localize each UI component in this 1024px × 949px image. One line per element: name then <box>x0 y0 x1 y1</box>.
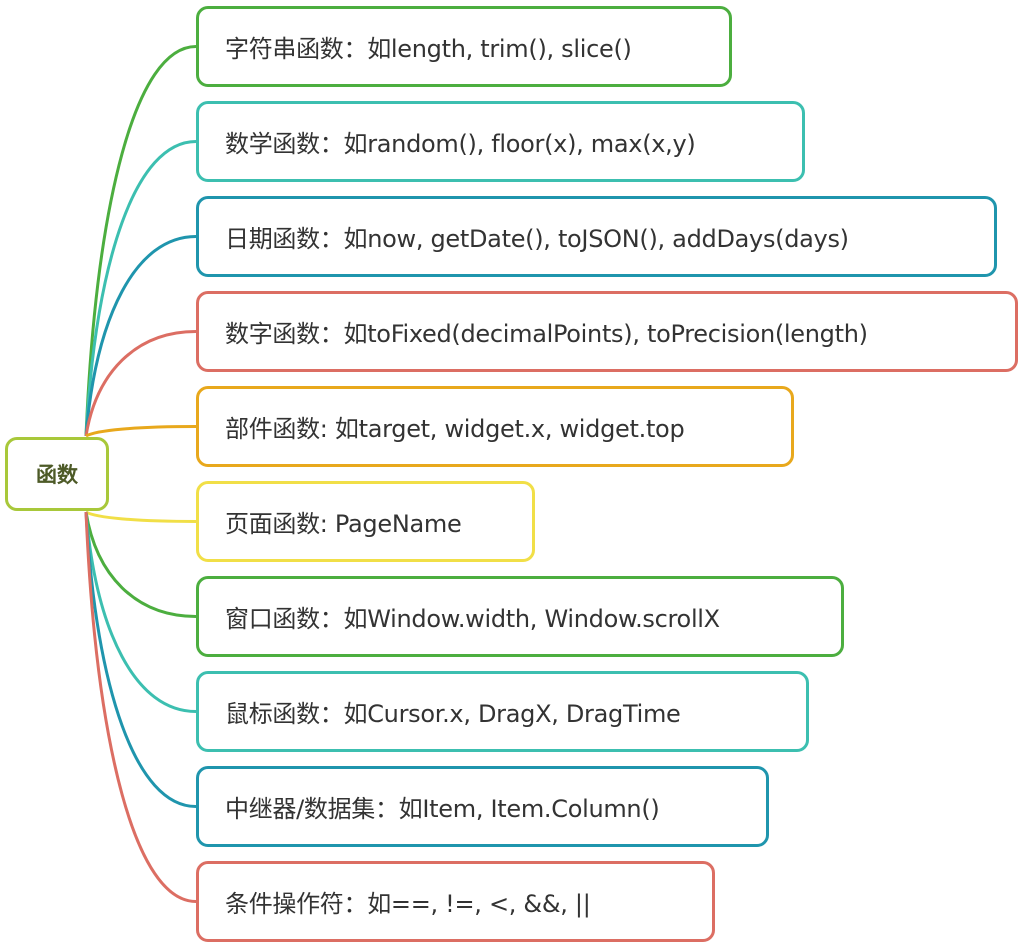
branch-label: 数字函数：如toFixed(decimalPoints), toPrecisio… <box>225 320 868 348</box>
connector-line <box>84 511 197 618</box>
branch-node-window-functions[interactable]: 窗口函数：如Window.width, Window.scrollX <box>196 576 844 657</box>
connector-line <box>85 510 197 523</box>
branch-node-math-functions[interactable]: 数学函数：如random(), floor(x), max(x,y) <box>196 101 805 182</box>
branch-label: 窗口函数：如Window.width, Window.scrollX <box>225 605 720 633</box>
branch-node-cursor-functions[interactable]: 鼠标函数：如Cursor.x, DragX, DragTime <box>196 671 809 752</box>
branch-node-number-functions[interactable]: 数字函数：如toFixed(decimalPoints), toPrecisio… <box>196 291 1018 372</box>
branch-node-date-functions[interactable]: 日期函数：如now, getDate(), toJSON(), addDays(… <box>196 196 997 277</box>
branch-label: 中继器/数据集：如Item, Item.Column() <box>225 795 660 823</box>
connector-line <box>84 511 197 713</box>
branch-node-page-functions[interactable]: 页面函数: PageName <box>196 481 535 562</box>
root-label: 函数 <box>36 463 78 487</box>
branch-node-widget-functions[interactable]: 部件函数: 如target, widget.x, widget.top <box>196 386 794 467</box>
connector-line <box>84 511 197 903</box>
branch-label: 鼠标函数：如Cursor.x, DragX, DragTime <box>225 700 681 728</box>
branch-label: 页面函数: PageName <box>225 510 462 538</box>
root-node[interactable]: 函数 <box>5 437 109 511</box>
branch-label: 日期函数：如now, getDate(), toJSON(), addDays(… <box>225 225 849 253</box>
branch-node-repeater-dataset[interactable]: 中继器/数据集：如Item, Item.Column() <box>196 766 769 847</box>
branch-node-string-functions[interactable]: 字符串函数：如length, trim(), slice() <box>196 6 732 87</box>
branch-label: 字符串函数：如length, trim(), slice() <box>225 35 632 63</box>
connector-line <box>84 330 197 437</box>
connector-line <box>85 425 197 438</box>
branch-label: 条件操作符：如==, !=, <, &&, || <box>225 890 591 918</box>
branch-label: 数学函数：如random(), floor(x), max(x,y) <box>225 130 696 158</box>
branch-node-conditional-operators[interactable]: 条件操作符：如==, !=, <, &&, || <box>196 861 715 942</box>
branch-label: 部件函数: 如target, widget.x, widget.top <box>225 415 685 443</box>
connector-line <box>84 45 197 437</box>
connector-line <box>84 140 197 437</box>
connector-line <box>84 511 197 808</box>
connector-line <box>84 235 197 437</box>
